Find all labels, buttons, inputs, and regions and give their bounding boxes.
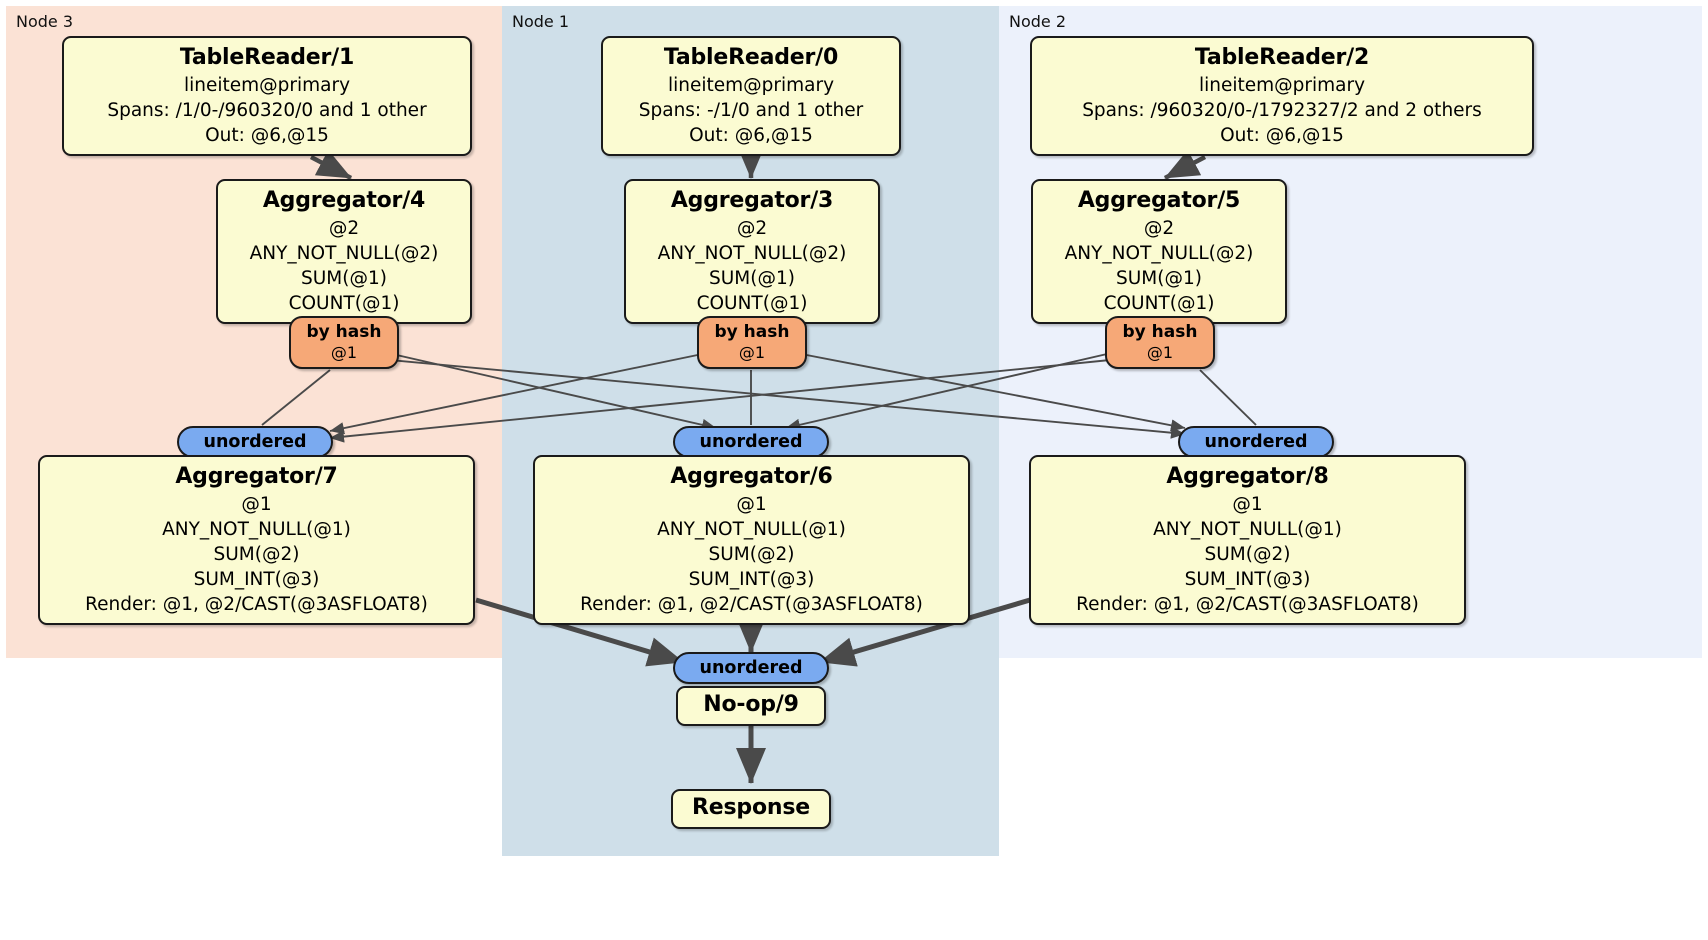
router-unordered-center[interactable]: unordered [673,426,829,458]
router-sublabel: @1 [1146,343,1174,362]
processor-line: SUM(@1) [301,268,387,289]
processor-line: COUNT(@1) [1103,293,1215,314]
processor-line: Render: @1, @2/CAST(@3ASFLOAT8) [85,594,428,615]
processor-line: Render: @1, @2/CAST(@3ASFLOAT8) [1076,594,1419,615]
processor-line: Spans: /1/0-/960320/0 and 1 other [107,100,427,121]
processor-line: Out: @6,@15 [1220,125,1344,146]
processor-aggregator-8[interactable]: Aggregator/8 @1 ANY_NOT_NULL(@1) SUM(@2)… [1029,455,1466,625]
processor-line: ANY_NOT_NULL(@1) [1153,519,1342,540]
processor-line: Out: @6,@15 [689,125,813,146]
processor-title: TableReader/2 [1194,45,1370,70]
processor-title: TableReader/1 [179,45,355,70]
processor-line: COUNT(@1) [288,293,400,314]
processor-line: @1 [1232,494,1263,515]
processor-aggregator-5[interactable]: Aggregator/5 @2 ANY_NOT_NULL(@2) SUM(@1)… [1031,179,1287,324]
processor-title: Aggregator/4 [262,188,426,213]
processor-line: SUM(@1) [709,268,795,289]
processor-table-reader-0[interactable]: TableReader/0 lineitem@primary Spans: -/… [601,36,901,156]
processor-line: Spans: /960320/0-/1792327/2 and 2 others [1082,100,1482,121]
processor-line: lineitem@primary [1198,75,1366,96]
router-sublabel: @1 [738,343,766,362]
processor-line: SUM_INT(@3) [193,569,320,590]
router-label: unordered [1204,432,1308,452]
processor-aggregator-3[interactable]: Aggregator/3 @2 ANY_NOT_NULL(@2) SUM(@1)… [624,179,880,324]
processor-title: Aggregator/3 [670,188,834,213]
router-hash-right[interactable]: by hash @1 [1105,316,1215,369]
processor-line: SUM(@2) [1204,544,1291,565]
processor-line: ANY_NOT_NULL(@2) [249,243,439,264]
router-label: by hash [306,322,382,342]
node-panel-label-node2: Node 2 [1009,12,1067,31]
router-unordered-right[interactable]: unordered [1178,426,1334,458]
processor-line: lineitem@primary [183,75,351,96]
processor-aggregator-6[interactable]: Aggregator/6 @1 ANY_NOT_NULL(@1) SUM(@2)… [533,455,970,625]
processor-table-reader-2[interactable]: TableReader/2 lineitem@primary Spans: /9… [1030,36,1534,156]
processor-line: @1 [241,494,272,515]
processor-line: ANY_NOT_NULL(@2) [657,243,847,264]
node-panel-label-node1: Node 1 [512,12,570,31]
processor-table-reader-1[interactable]: TableReader/1 lineitem@primary Spans: /1… [62,36,472,156]
processor-line: SUM(@2) [213,544,300,565]
router-unordered-final[interactable]: unordered [673,652,829,684]
processor-line: @2 [736,218,768,239]
processor-line: ANY_NOT_NULL(@1) [657,519,846,540]
router-label: unordered [699,432,803,452]
processor-line: COUNT(@1) [696,293,808,314]
processor-title: Response [692,795,810,820]
processor-line: @2 [1143,218,1175,239]
router-hash-left[interactable]: by hash @1 [289,316,399,369]
router-label: unordered [699,658,803,678]
router-unordered-left[interactable]: unordered [177,426,333,458]
processor-line: SUM(@1) [1116,268,1202,289]
processor-line: Out: @6,@15 [205,125,329,146]
processor-line: lineitem@primary [667,75,835,96]
processor-aggregator-7[interactable]: Aggregator/7 @1 ANY_NOT_NULL(@1) SUM(@2)… [38,455,475,625]
processor-response[interactable]: Response [671,789,831,829]
processor-title: Aggregator/5 [1077,188,1241,213]
processor-line: Spans: -/1/0 and 1 other [638,100,864,121]
processor-line: ANY_NOT_NULL(@1) [162,519,351,540]
processor-title: Aggregator/7 [175,464,338,489]
processor-title: No-op/9 [703,692,799,717]
router-sublabel: @1 [330,343,358,362]
router-label: unordered [203,432,307,452]
processor-title: Aggregator/6 [670,464,833,489]
processor-aggregator-4[interactable]: Aggregator/4 @2 ANY_NOT_NULL(@2) SUM(@1)… [216,179,472,324]
processor-line: @2 [328,218,360,239]
processor-line: Render: @1, @2/CAST(@3ASFLOAT8) [580,594,923,615]
processor-line: ANY_NOT_NULL(@2) [1064,243,1254,264]
router-label: by hash [1122,322,1198,342]
processor-title: Aggregator/8 [1166,464,1329,489]
processor-line: SUM_INT(@3) [688,569,815,590]
router-hash-center[interactable]: by hash @1 [697,316,807,369]
processor-line: SUM(@2) [708,544,795,565]
processor-line: SUM_INT(@3) [1184,569,1311,590]
processor-line: @1 [736,494,767,515]
processor-title: TableReader/0 [663,45,839,70]
node-panel-label-node3: Node 3 [16,12,74,31]
router-label: by hash [714,322,790,342]
processor-noop-9[interactable]: No-op/9 [676,686,826,726]
